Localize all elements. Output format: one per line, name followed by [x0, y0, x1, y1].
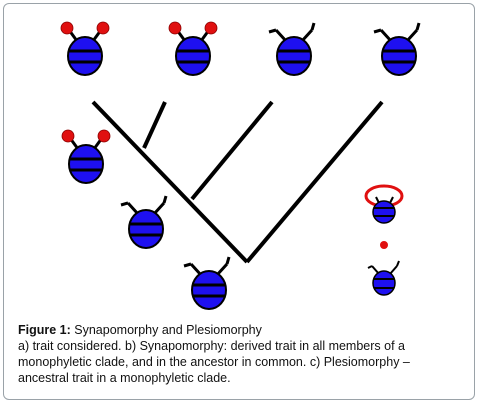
tip-organism-2 — [167, 20, 219, 77]
ancestor-organism-plain — [119, 194, 168, 250]
figure-caption: Figure 1: Synapomorphy and Plesiomorphy … — [18, 322, 463, 386]
caption-line-2: monophyletic clade, and in the ancestor … — [18, 355, 410, 369]
tree-branch — [142, 101, 167, 149]
phylogenetic-tree — [91, 100, 384, 264]
tip-organism-1 — [59, 20, 111, 77]
legend-ancestral-trait — [367, 260, 400, 296]
caption-line-3: ancestral trait in a monophyletic clade. — [18, 371, 231, 385]
tree-branch — [245, 100, 384, 264]
tree-branch — [190, 100, 274, 201]
root-ancestor-organism — [182, 255, 231, 311]
ancestor-organism-derived — [60, 128, 112, 185]
tip-organism-4 — [372, 21, 421, 77]
caption-line-1: a) trait considered. b) Synapomorphy: de… — [18, 339, 405, 353]
caption-label: Figure 1: — [18, 323, 71, 337]
trait-marker-dot — [380, 241, 388, 249]
legend-derived-trait — [364, 184, 404, 224]
tree-branch — [91, 100, 249, 264]
caption-title: Synapomorphy and Plesiomorphy — [70, 323, 262, 337]
tip-organism-3 — [267, 21, 316, 77]
